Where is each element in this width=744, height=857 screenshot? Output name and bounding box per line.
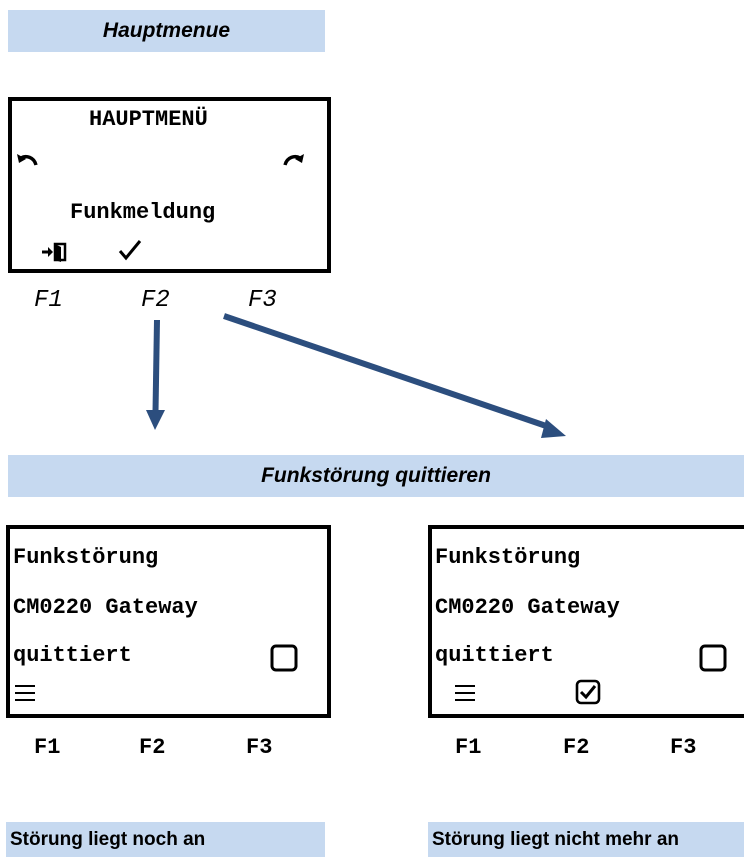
left-line1: Funkstörung — [13, 545, 159, 570]
right-fkey-f1[interactable]: F1 — [455, 735, 482, 760]
empty-checkbox-icon — [699, 644, 727, 672]
right-line2: CM0220 Gateway — [435, 595, 620, 620]
right-line3: quittiert — [435, 643, 554, 668]
checked-checkbox-icon — [575, 679, 601, 705]
right-fkey-f2[interactable]: F2 — [563, 735, 590, 760]
main-menu-screen: HAUPTMENÜ Funkmeldung — [8, 97, 331, 273]
right-line1: Funkstörung — [435, 545, 581, 570]
right-fkey-f3[interactable]: F3 — [670, 735, 697, 760]
checkmark-icon — [118, 240, 142, 261]
arrow-to-left-screen — [146, 319, 165, 430]
empty-checkbox-icon — [270, 644, 298, 672]
arrow-to-right-screen — [223, 313, 566, 438]
right-caption-band: Störung liegt nicht mehr an — [428, 822, 744, 857]
left-line2: CM0220 Gateway — [13, 595, 198, 620]
redo-arrow-icon — [283, 154, 304, 166]
menu-lines-icon — [455, 685, 475, 701]
top-title: Hauptmenue — [102, 19, 231, 42]
middle-title-band: Funkstörung quittieren — [8, 455, 744, 497]
menu-lines-icon — [15, 685, 35, 701]
left-fkey-f3[interactable]: F3 — [246, 735, 273, 760]
right-caption: Störung liegt nicht mehr an — [432, 828, 680, 850]
exit-door-icon — [42, 242, 67, 262]
main-menu-item: Funkmeldung — [70, 200, 216, 225]
left-fkey-f2[interactable]: F2 — [139, 735, 166, 760]
left-screen: Funkstörung CM0220 Gateway quittiert — [6, 525, 331, 718]
left-fkey-f1[interactable]: F1 — [34, 735, 61, 760]
undo-arrow-icon — [17, 154, 38, 166]
main-menu-heading: HAUPTMENÜ — [89, 107, 208, 132]
main-fkey-f2[interactable]: F2 — [141, 287, 170, 314]
top-title-band: Hauptmenue — [8, 10, 325, 52]
left-caption-band: Störung liegt noch an — [6, 822, 325, 857]
right-screen: Funkstörung CM0220 Gateway quittiert — [428, 525, 744, 718]
left-line3: quittiert — [13, 643, 132, 668]
middle-title: Funkstörung quittieren — [261, 464, 491, 487]
left-caption: Störung liegt noch an — [10, 828, 206, 850]
main-fkey-f1[interactable]: F1 — [34, 287, 63, 314]
main-fkey-f3[interactable]: F3 — [248, 287, 277, 314]
